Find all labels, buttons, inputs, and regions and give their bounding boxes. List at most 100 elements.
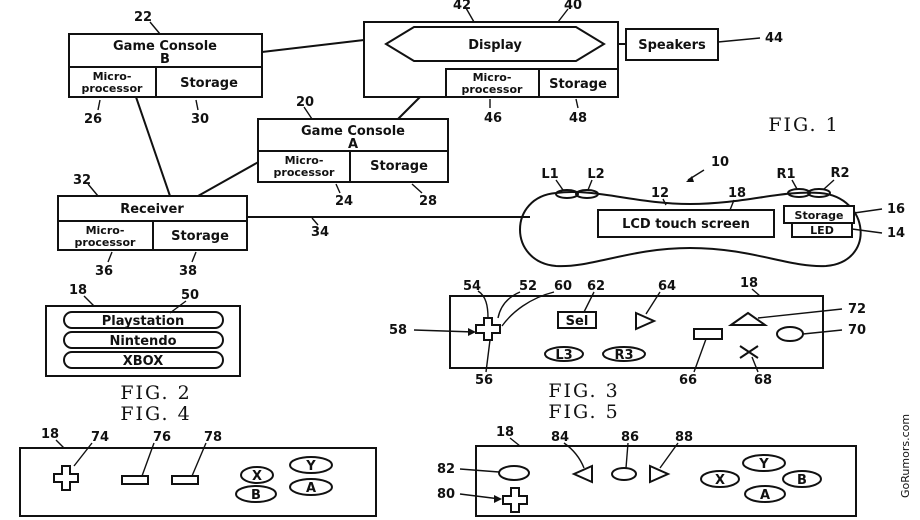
fig3-screen: Sel L3 R3 <box>449 295 824 369</box>
ref-46: 46 <box>484 111 502 126</box>
r3-button-label: R3 <box>614 348 633 363</box>
game-console-b-box: Game Console B Micro- processor Storage <box>68 33 263 98</box>
game-console-b-letter: B <box>160 52 170 67</box>
fig4-b-button-label: B <box>251 488 261 503</box>
menu-option-xbox-label: XBOX <box>123 354 164 369</box>
ref-74: 74 <box>91 430 109 445</box>
controller-led-label: LED <box>810 224 834 237</box>
triangle-button-icon <box>727 311 769 326</box>
ref-18-fig4: 18 <box>41 427 59 442</box>
fig5-b-button-label: B <box>797 473 807 488</box>
ref-16: 16 <box>887 202 905 217</box>
fig4-x-button-label: X <box>252 469 262 484</box>
ref-44: 44 <box>765 31 783 46</box>
ref-70: 70 <box>848 323 866 338</box>
ref-20: 20 <box>296 95 314 110</box>
fig5-left-triangle-icon <box>571 464 593 484</box>
ref-88: 88 <box>675 430 693 445</box>
l1-label: L1 <box>541 167 558 182</box>
fig2-screen: Playstation Nintendo XBOX <box>45 305 241 377</box>
game-console-a-letter: A <box>348 137 358 152</box>
r3-button <box>602 346 646 362</box>
game-console-b-title: Game Console <box>113 39 217 54</box>
ref-48: 48 <box>569 111 587 126</box>
ref-36: 36 <box>95 264 113 279</box>
menu-option-nintendo <box>63 331 224 349</box>
ref-18-fig2: 18 <box>69 283 87 298</box>
ref-52: 52 <box>519 279 537 294</box>
fig4-a-button <box>289 478 333 496</box>
select-button-label: Sel <box>566 314 589 329</box>
lcd-touch-screen-label: LCD touch screen <box>622 217 750 232</box>
ref-40: 40 <box>564 0 582 13</box>
ref-28: 28 <box>419 194 437 209</box>
display-label: Display <box>468 38 522 53</box>
fig4-screen: X Y B A <box>19 447 377 517</box>
link-console-b-display <box>261 39 365 53</box>
fig4-dpad-icon <box>53 465 79 491</box>
controller-led <box>791 222 853 238</box>
game-console-a-title: Game Console <box>301 124 405 139</box>
game-console-b-micro-line2: processor <box>82 82 143 95</box>
receiver-micro-line1: Micro- <box>86 224 125 237</box>
ref-24: 24 <box>335 194 353 209</box>
r2-shoulder-button <box>807 188 831 198</box>
receiver-box: Receiver Micro- processor Storage <box>57 195 248 251</box>
menu-option-nintendo-label: Nintendo <box>109 334 176 349</box>
speakers-box: Speakers <box>625 28 719 61</box>
receiver-title: Receiver <box>120 202 184 217</box>
fig5-oval-button-82 <box>498 465 530 481</box>
fig5-right-triangle-icon <box>649 464 671 484</box>
l1-shoulder-button <box>555 189 579 199</box>
ref-34: 34 <box>311 225 329 240</box>
display-hexagon <box>384 26 606 62</box>
menu-option-playstation-label: Playstation <box>102 314 184 329</box>
fig4-y-button <box>289 456 333 474</box>
l3-button <box>544 346 584 362</box>
fig5-b-button <box>782 470 822 488</box>
fig4-y-button-label: Y <box>305 459 316 474</box>
game-console-a-box: Game Console A Micro- processor Storage <box>257 118 449 183</box>
game-console-b-storage: Storage <box>180 76 238 91</box>
r1-label: R1 <box>776 167 795 182</box>
start-triangle-icon <box>635 311 657 331</box>
ref-26: 26 <box>84 112 102 127</box>
ref-80: 80 <box>437 487 455 502</box>
ref-68: 68 <box>754 373 772 388</box>
square-button-icon <box>693 328 723 340</box>
fig3-caption: FIG. 3 <box>548 380 619 402</box>
game-console-a-storage: Storage <box>370 159 428 174</box>
select-button <box>557 311 597 329</box>
r1-shoulder-button <box>787 188 811 198</box>
fig4-caption: FIG. 4 <box>120 403 191 425</box>
ref-84: 84 <box>551 430 569 445</box>
ref-64: 64 <box>658 279 676 294</box>
fig2-caption: FIG. 2 <box>120 382 191 404</box>
fig5-x-button <box>700 470 740 488</box>
fig5-screen: Y X B A <box>475 445 857 517</box>
dpad-icon <box>475 317 501 341</box>
ref-76: 76 <box>153 430 171 445</box>
ref-60: 60 <box>554 279 572 294</box>
link-console-a-receiver <box>197 159 263 197</box>
fig5-a-button <box>744 485 786 503</box>
ref-62: 62 <box>587 279 605 294</box>
fig4-b-button <box>235 485 277 503</box>
fig4-button-76 <box>121 475 149 485</box>
ref-18-fig5: 18 <box>496 425 514 440</box>
ref-72: 72 <box>848 302 866 317</box>
game-console-a-micro-line2: processor <box>274 166 335 179</box>
fig4-a-button-label: A <box>306 481 316 496</box>
receiver-storage: Storage <box>171 229 229 244</box>
cross-button-icon <box>739 345 759 359</box>
menu-option-xbox <box>63 351 224 369</box>
ref-18-fig1: 18 <box>728 186 746 201</box>
fig5-circle-button-86 <box>611 467 637 481</box>
game-console-a-micro-line1: Micro- <box>285 154 324 167</box>
l3-button-label: L3 <box>555 348 572 363</box>
link-console-b-receiver <box>135 96 171 197</box>
ref-14: 14 <box>887 226 905 241</box>
fig5-dpad-icon <box>502 487 528 513</box>
ref-18-fig3: 18 <box>740 276 758 291</box>
fig1-caption: FIG. 1 <box>768 114 839 136</box>
